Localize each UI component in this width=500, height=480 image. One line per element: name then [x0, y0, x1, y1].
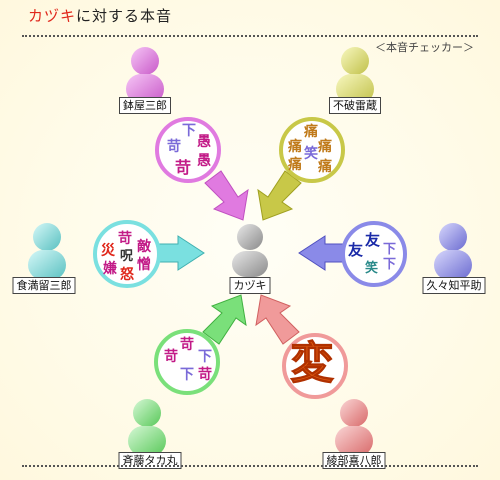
arrow-p1	[204, 170, 249, 221]
word-p3-7: 怒	[120, 267, 134, 283]
person-figure-p3	[28, 223, 66, 280]
word-p3-5: 憎	[137, 257, 151, 273]
words-circle-p4	[341, 221, 407, 287]
word-p3-1: 苛	[118, 231, 132, 247]
person-figure-p2	[336, 47, 374, 104]
words-circle-p3	[93, 220, 161, 288]
arrow-p2	[257, 170, 302, 221]
title-name: カヅキ	[28, 7, 77, 25]
word-p5-2: 苛	[164, 349, 178, 365]
page-title: カヅキに対する本音	[28, 5, 172, 26]
bottom-divider	[22, 465, 478, 467]
words-circle-p1	[155, 117, 221, 183]
word-p5-5: 苛	[198, 367, 212, 383]
top-divider	[22, 35, 478, 37]
person-figure-p5	[128, 399, 166, 456]
arrow-p6	[255, 294, 300, 345]
name-box-p2: 不破雷蔵	[329, 97, 381, 114]
word-p6-1: 変	[290, 338, 335, 389]
checker-label: ＜本音チェッカー＞	[375, 41, 474, 54]
name-box-p1: 鉢屋三郎	[119, 97, 171, 114]
arrow-p5	[202, 294, 247, 345]
words-circle-p5	[154, 329, 220, 395]
title-rest: に対する本音	[76, 7, 173, 25]
word-p2-5: 痛	[288, 157, 302, 173]
name-box-p3: 食満留三郎	[12, 277, 76, 294]
word-p3-2: 敵	[137, 239, 151, 255]
word-p2-1: 痛	[304, 124, 318, 140]
name-box-p4: 久々知平助	[422, 277, 486, 294]
words-circle-p2	[279, 117, 345, 183]
word-p4-5: 下	[383, 257, 397, 272]
word-p2-2: 痛	[288, 139, 302, 155]
word-p1-3: 苛	[167, 139, 181, 155]
word-p5-1: 苛	[180, 337, 194, 353]
word-p4-4: 笑	[365, 261, 379, 276]
word-p4-3: 下	[383, 242, 397, 257]
word-p1-2: 愚	[197, 134, 211, 150]
words-circle-p6	[282, 333, 348, 399]
arrow-p3	[157, 235, 205, 271]
word-p5-3: 下	[198, 349, 212, 365]
name-box-p5: 斉藤タカ丸	[118, 452, 182, 469]
word-p2-4: 笑	[304, 146, 318, 162]
word-p3-3: 災	[101, 243, 115, 259]
arrow-p4	[298, 235, 346, 271]
word-p5-4: 下	[180, 367, 194, 383]
name-box-p6: 綾部喜八郎	[322, 452, 386, 469]
word-p4-1: 友	[365, 231, 381, 249]
word-p1-4: 愚	[197, 153, 211, 169]
word-p3-4: 呪	[120, 249, 134, 264]
word-p4-2: 友	[348, 241, 364, 259]
word-p3-6: 嫌	[103, 261, 117, 277]
person-figure-p4	[434, 223, 472, 280]
name-box-center: カヅキ	[229, 277, 271, 294]
word-p1-1: 下	[182, 123, 196, 139]
word-p1-5: 苛	[175, 158, 192, 177]
center-person	[232, 224, 268, 277]
person-figure-p6	[335, 399, 373, 456]
person-figure-p1	[126, 47, 164, 104]
word-p2-6: 痛	[318, 159, 332, 175]
word-p2-3: 痛	[318, 139, 332, 155]
